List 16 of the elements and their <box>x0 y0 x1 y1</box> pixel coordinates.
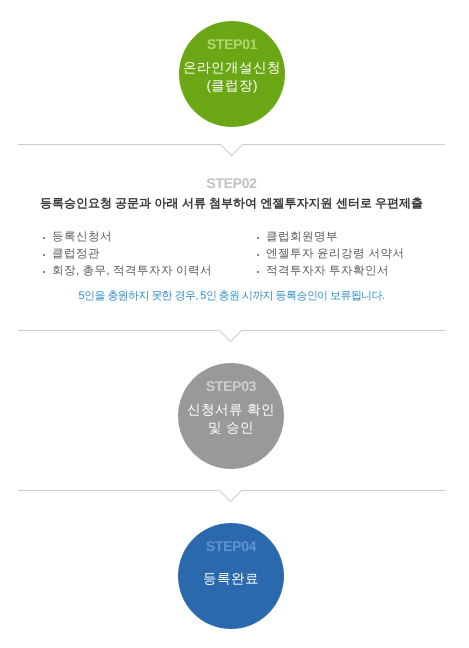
step-title: 온라인개설신청 (클럽장) <box>183 59 281 95</box>
list-item: 회장, 총무, 적격투자자 이력서 <box>42 263 212 279</box>
list-item: 클럽정관 <box>42 246 100 262</box>
list-item: 클럽회원명부 <box>256 229 338 245</box>
list-item: 적격투자자 투자확인서 <box>256 263 390 279</box>
chevron-arrow <box>219 490 242 502</box>
list-item: 등록신청서 <box>42 229 112 245</box>
note-text: 5인을 충원하지 못한 경우, 5인 충원 시까지 등록승인이 보류됩니다. <box>78 289 384 304</box>
step-title: 등록완료 <box>203 570 259 588</box>
step-label: STEP01 <box>206 36 258 52</box>
step-label: STEP02 <box>206 175 257 191</box>
chevron-arrow <box>220 144 243 156</box>
list-item: 엔젤투자 윤리강령 서약서 <box>256 246 404 262</box>
heading: 등록승인요청 공문과 아래 서류 첨부하여 엔젤투자지원 센터로 우편제출 <box>40 195 424 211</box>
step-title: 신청서류 확인 및 승인 <box>186 401 276 437</box>
chevron-arrow <box>219 330 242 342</box>
